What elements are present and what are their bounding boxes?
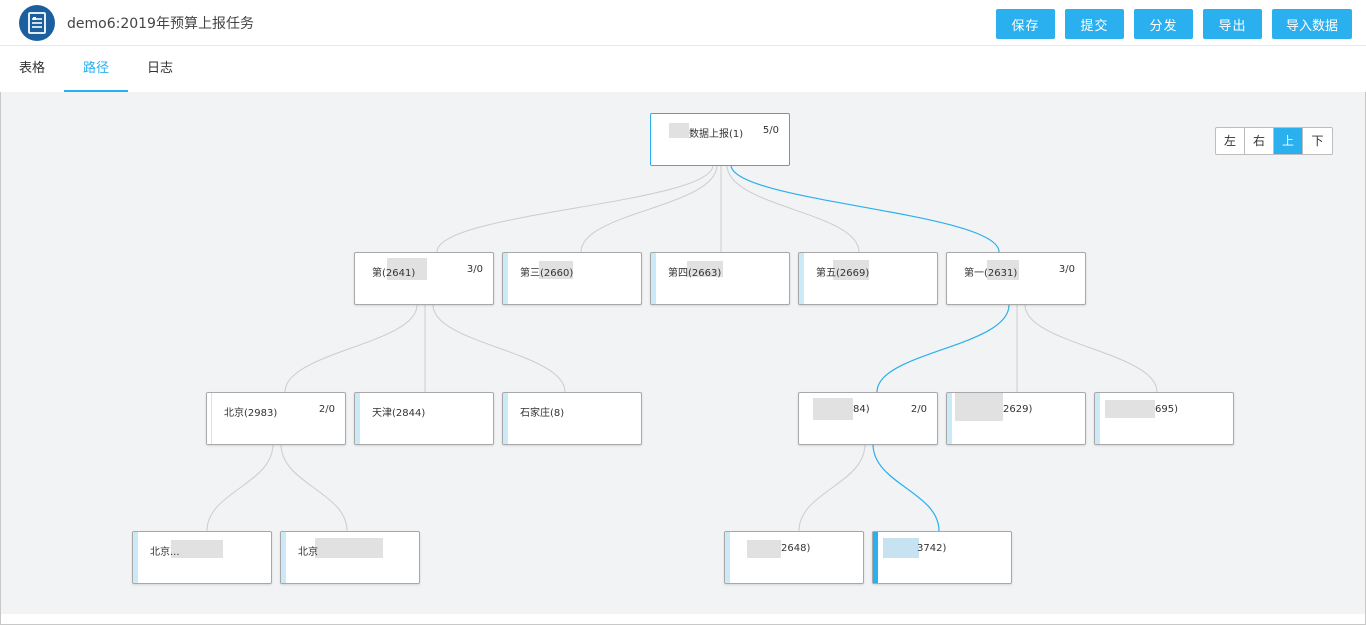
form-document-icon <box>19 5 55 41</box>
tree-node[interactable]: 第三(2660) <box>502 252 642 305</box>
path-tree-canvas: 数据上报(1) 5/0 第(2641) 3/0 第三(2660) 第四(2663… <box>1 92 1365 614</box>
tree-node[interactable]: 第五(2669) <box>798 252 938 305</box>
submit-button[interactable]: 提交 <box>1065 9 1124 39</box>
tree-node[interactable]: 天津(2844) <box>354 392 494 445</box>
tree-node[interactable]: 第(2641) 3/0 <box>354 252 494 305</box>
direction-up-button[interactable]: 上 <box>1274 128 1303 154</box>
tree-link <box>436 164 714 253</box>
redacted-text <box>1105 400 1155 418</box>
tree-node[interactable]: 84) 2/0 <box>798 392 938 445</box>
redacted-text <box>987 260 1019 280</box>
direction-left-button[interactable]: 左 <box>1216 128 1245 154</box>
node-label: 第(2641) <box>372 268 416 279</box>
tree-link <box>280 443 348 532</box>
tree-node[interactable]: 695) <box>1094 392 1234 445</box>
node-status-bar <box>503 253 508 304</box>
node-label: 北京 <box>298 547 318 558</box>
import-data-button[interactable]: 导入数据 <box>1272 9 1352 39</box>
tree-node-selected[interactable]: 3742) <box>872 531 1012 584</box>
redacted-text <box>833 260 869 280</box>
node-count: 5/0 <box>762 125 779 136</box>
tree-link-highlight <box>872 443 940 532</box>
node-status-bar <box>281 532 286 583</box>
tree-node[interactable]: 石家庄(8) <box>502 392 642 445</box>
node-label: 天津(2844) <box>372 408 426 419</box>
tree-node[interactable]: 2648) <box>724 531 864 584</box>
node-status-bar <box>947 393 952 444</box>
redacted-text <box>669 123 689 138</box>
node-label: 第三(2660) <box>520 268 574 279</box>
tab-bar: 表格 路径 日志 <box>0 46 1366 92</box>
node-label: 第一(2631) <box>964 268 1018 279</box>
layout-direction-toggle: 左 右 上 下 <box>1215 127 1333 155</box>
tree-links <box>206 164 1158 532</box>
tree-link <box>798 443 866 532</box>
node-label: 2648) <box>781 543 811 554</box>
tree-link-highlight <box>876 304 1010 393</box>
direction-right-button[interactable]: 右 <box>1245 128 1274 154</box>
save-button[interactable]: 保存 <box>996 9 1055 39</box>
node-label: 2629) <box>1003 404 1033 415</box>
tree-link <box>432 304 566 393</box>
redacted-text <box>171 540 223 558</box>
node-status-bar <box>503 393 508 444</box>
node-count: 2/0 <box>318 404 335 415</box>
header: demo6:2019年预算上报任务 保存 提交 分发 导出 导入数据 <box>0 0 1366 46</box>
tab-path[interactable]: 路径 <box>64 46 128 92</box>
node-label: 84) <box>853 404 870 415</box>
node-status-bar <box>799 253 804 304</box>
node-label: 3742) <box>917 543 947 554</box>
tree-node[interactable]: 北京... <box>132 531 272 584</box>
node-status-bar <box>133 532 138 583</box>
redacted-text <box>539 261 573 279</box>
tree-node[interactable]: 北京 <box>280 531 420 584</box>
tree-node[interactable]: 第四(2663) <box>650 252 790 305</box>
node-count: 2/0 <box>910 404 927 415</box>
node-label: 数据上报(1) <box>689 129 744 140</box>
redacted-text <box>813 398 853 420</box>
page-title: demo6:2019年预算上报任务 <box>67 16 254 32</box>
node-label: 北京(2983) <box>224 408 278 419</box>
tree-link <box>726 164 860 253</box>
tab-log[interactable]: 日志 <box>146 61 173 76</box>
redacted-text <box>747 540 781 558</box>
node-status-bar <box>355 393 360 444</box>
node-count: 3/0 <box>1058 264 1075 275</box>
node-count: 3/0 <box>466 264 483 275</box>
node-label: 石家庄(8) <box>520 408 565 419</box>
node-status-bar <box>725 532 730 583</box>
redacted-text <box>955 393 1003 421</box>
redacted-text <box>687 261 723 277</box>
redacted-text <box>387 258 427 280</box>
tree-node-root[interactable]: 数据上报(1) 5/0 <box>650 113 790 166</box>
node-label: 第四(2663) <box>668 268 722 279</box>
tree-link <box>1024 304 1158 393</box>
node-status-bar <box>873 532 878 583</box>
redacted-text <box>315 538 383 558</box>
tree-link <box>284 304 418 393</box>
node-label: 695) <box>1155 404 1178 415</box>
tree-node[interactable]: 2629) <box>946 392 1086 445</box>
distribute-button[interactable]: 分发 <box>1134 9 1193 39</box>
node-label: 北京... <box>150 547 180 558</box>
node-status-bar <box>207 393 212 444</box>
tree-link-highlight <box>730 164 1000 253</box>
node-label: 第五(2669) <box>816 268 870 279</box>
tree-link <box>206 443 274 532</box>
toolbar: 保存 提交 分发 导出 导入数据 <box>996 9 1352 39</box>
tab-table[interactable]: 表格 <box>18 61 45 76</box>
node-status-bar <box>1095 393 1100 444</box>
redacted-text <box>883 538 919 558</box>
node-status-bar <box>651 253 656 304</box>
tree-link <box>580 164 718 253</box>
export-button[interactable]: 导出 <box>1203 9 1262 39</box>
direction-down-button[interactable]: 下 <box>1311 134 1324 148</box>
tree-node[interactable]: 北京(2983) 2/0 <box>206 392 346 445</box>
tree-node[interactable]: 第一(2631) 3/0 <box>946 252 1086 305</box>
